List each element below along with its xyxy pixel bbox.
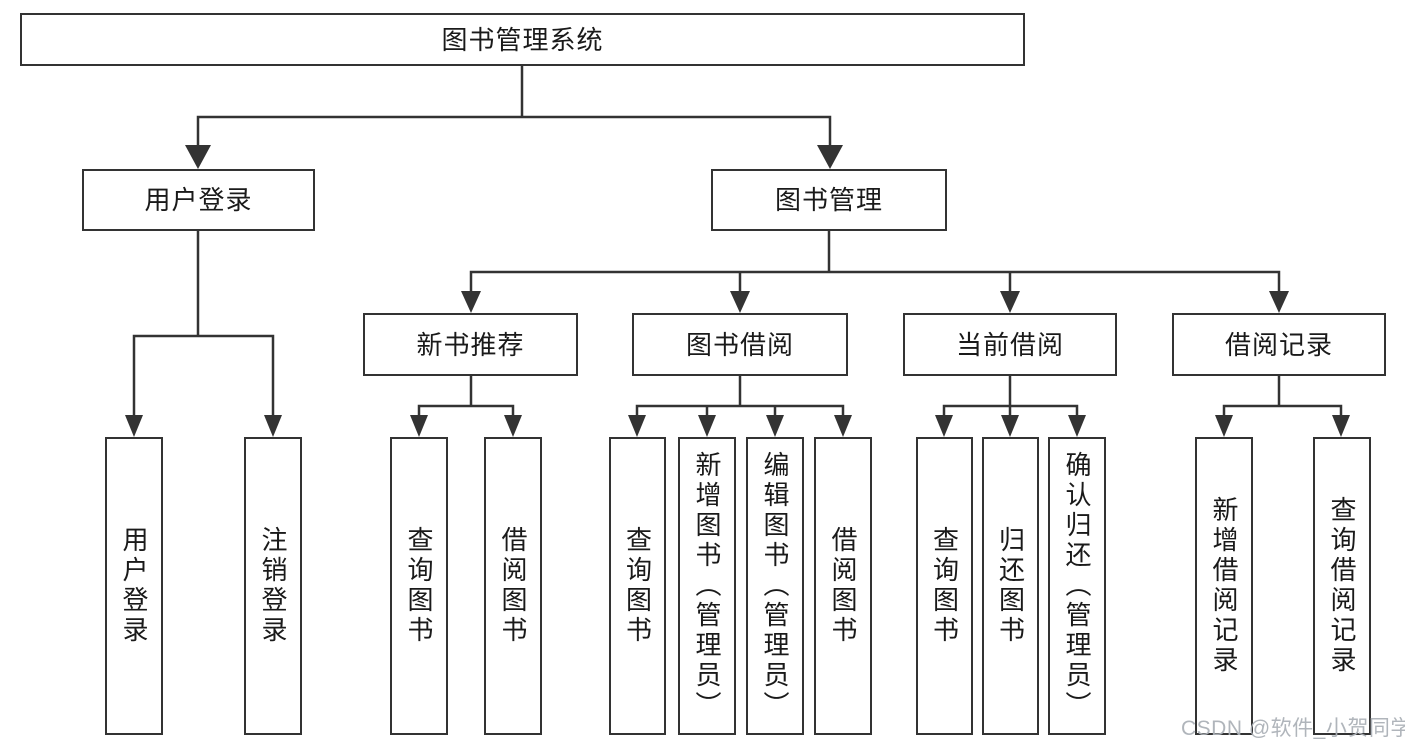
node-label: 新书推荐 — [416, 329, 525, 360]
node-current-borrowing: 当前借阅 — [903, 313, 1117, 376]
node-label: 借阅记录 — [1224, 329, 1333, 360]
node-label: 注销登录 — [258, 526, 288, 646]
node-label: 查询图书 — [404, 526, 434, 646]
leaf-query-books: 查询图书 — [609, 437, 666, 735]
node-book-borrowing: 图书借阅 — [632, 313, 848, 376]
node-label: 图书管理系统 — [441, 24, 604, 55]
node-label: 借阅图书 — [498, 526, 528, 646]
node-label: 归还图书 — [995, 526, 1026, 646]
node-label: 用户登录 — [144, 185, 253, 215]
leaf-logout: 注销登录 — [244, 437, 302, 735]
node-label: 新增图书（管理员） — [692, 451, 722, 721]
csdn-watermark: CSDN @软件_小贺同学 — [1181, 717, 1405, 740]
node-library-management-system: 图书管理系统 — [20, 13, 1025, 66]
leaf-edit-book-admin: 编辑图书（管理员） — [746, 437, 804, 735]
leaf-query-borrow-record: 查询借阅记录 — [1313, 437, 1371, 735]
node-label: 编辑图书（管理员） — [760, 451, 790, 721]
leaf-query-books: 查询图书 — [916, 437, 973, 735]
node-label: 图书管理 — [774, 185, 883, 215]
leaf-return-books: 归还图书 — [982, 437, 1039, 735]
leaf-user-login: 用户登录 — [105, 437, 163, 735]
node-label: 确认归还（管理员） — [1062, 451, 1092, 721]
leaf-add-borrow-record: 新增借阅记录 — [1195, 437, 1253, 735]
leaf-borrow-books: 借阅图书 — [814, 437, 872, 735]
node-label: 查询借阅记录 — [1327, 496, 1357, 676]
node-new-book-recommendation: 新书推荐 — [363, 313, 578, 376]
node-label: 查询图书 — [929, 526, 960, 646]
leaf-confirm-return-admin: 确认归还（管理员） — [1048, 437, 1106, 735]
node-book-management: 图书管理 — [711, 169, 947, 231]
node-label: 当前借阅 — [955, 329, 1064, 360]
node-user-login: 用户登录 — [82, 169, 315, 231]
node-borrowing-records: 借阅记录 — [1172, 313, 1386, 376]
leaf-query-books: 查询图书 — [390, 437, 448, 735]
leaf-add-book-admin: 新增图书（管理员） — [678, 437, 736, 735]
node-label: 图书借阅 — [685, 329, 794, 360]
node-label: 查询图书 — [622, 526, 653, 646]
node-label: 借阅图书 — [828, 526, 858, 646]
node-label: 新增借阅记录 — [1209, 496, 1239, 676]
leaf-borrow-books: 借阅图书 — [484, 437, 542, 735]
node-label: 用户登录 — [119, 526, 149, 646]
